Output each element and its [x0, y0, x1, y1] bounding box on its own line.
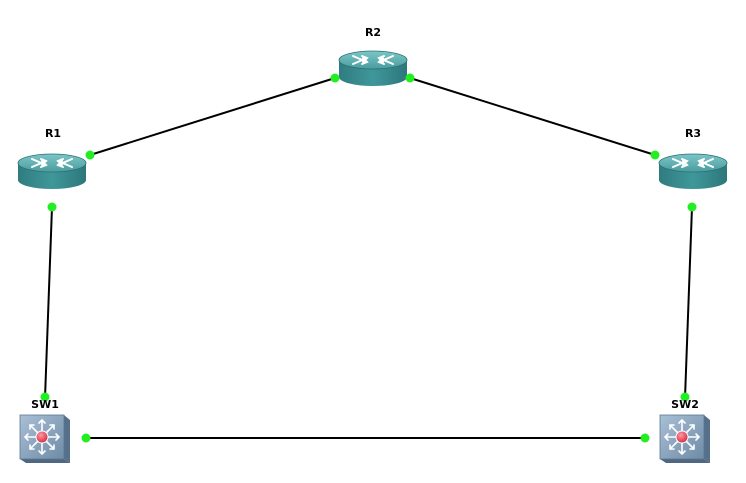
router-r3[interactable] [658, 153, 728, 189]
link-r1-sw1[interactable] [44, 206, 53, 399]
switch-arrows-icon [23, 418, 61, 456]
link-r2-r3[interactable] [409, 77, 656, 156]
switch-side [704, 415, 710, 463]
node-label-sw2: SW2 [671, 398, 699, 411]
node-label-r3: R3 [685, 127, 701, 140]
switch-bottom [660, 459, 710, 463]
status-dot-sw2-to-r3 [680, 392, 690, 402]
router-top [17, 153, 87, 173]
status-dot-sw1-to-sw2 [81, 433, 91, 443]
router-arrows-icon [352, 55, 394, 65]
link-r3-sw2[interactable] [684, 206, 693, 399]
router-r2[interactable] [338, 50, 408, 86]
status-dot-r1-to-r2 [85, 150, 95, 160]
switch-bottom [20, 459, 70, 463]
router-arrows-icon [672, 158, 714, 168]
status-dot-sw2-to-sw1 [640, 433, 650, 443]
router-r1[interactable] [17, 153, 87, 189]
link-status-dots [40, 73, 697, 443]
router-arrows-icon [31, 158, 73, 168]
router-top [658, 153, 728, 173]
switch-sw2[interactable] [659, 414, 710, 463]
link-r1-r2[interactable] [89, 77, 336, 156]
switch-core-icon [35, 430, 49, 444]
switch-sw1[interactable] [19, 414, 70, 463]
node-label-r1: R1 [45, 127, 61, 140]
node-label-r2: R2 [365, 26, 381, 39]
node-label-sw1: SW1 [31, 398, 59, 411]
router-top [338, 50, 408, 70]
status-dot-r1-to-sw1 [47, 202, 57, 212]
status-dot-sw1-to-r1 [40, 392, 50, 402]
status-dot-r3-to-sw2 [687, 202, 697, 212]
links [44, 77, 693, 439]
switch-side [64, 415, 70, 463]
status-dot-r3-to-r2 [650, 150, 660, 160]
status-dot-r2-to-r1 [330, 73, 340, 83]
status-dot-r2-to-r3 [405, 73, 415, 83]
switch-core-icon [675, 430, 689, 444]
